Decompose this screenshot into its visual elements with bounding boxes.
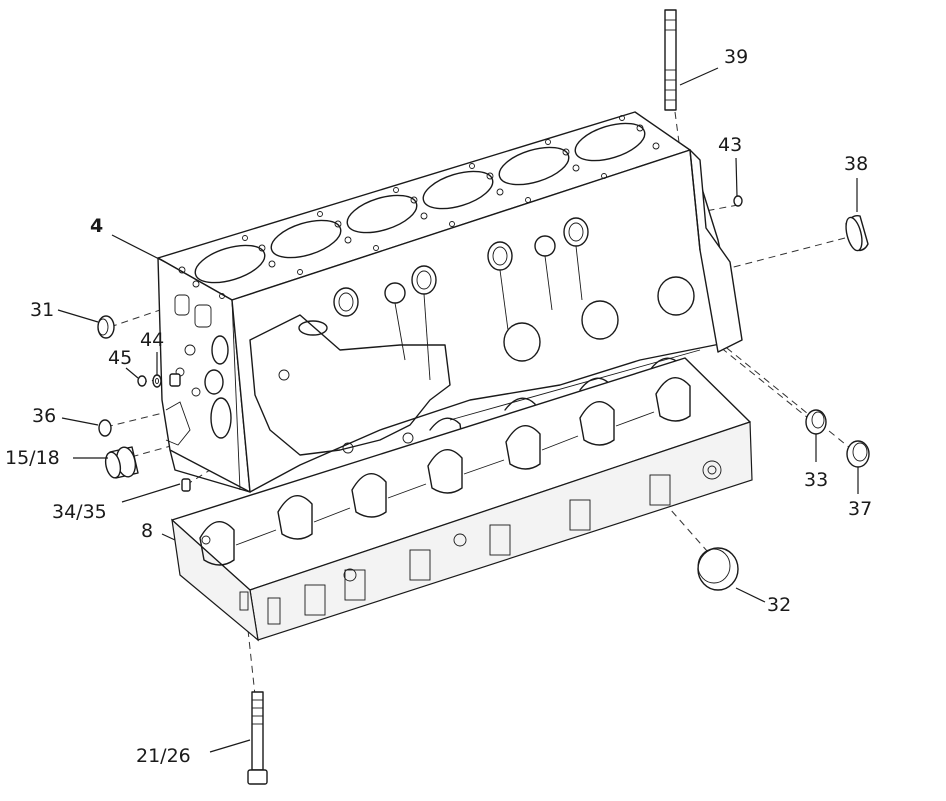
label-43: 43 (718, 134, 742, 156)
head-bolt-holes (178, 115, 660, 299)
label-8: 8 (141, 520, 153, 542)
label-32: 32 (767, 594, 791, 616)
label-4: 4 (90, 215, 103, 237)
label-38: 38 (844, 153, 868, 175)
label-33: 33 (804, 469, 828, 491)
cylinder-block (157, 111, 743, 493)
washer-44 (152, 374, 162, 388)
stud-39 (664, 9, 677, 111)
part-labels: 39 43 38 4 31 44 45 36 15/18 34/35 8 33 … (5, 46, 872, 767)
plug-37 (846, 440, 870, 468)
plug-36 (98, 419, 112, 437)
label-21-26: 21/26 (136, 745, 191, 767)
side-face-bosses (333, 217, 589, 381)
core-plug-holes (503, 276, 695, 362)
label-39: 39 (724, 46, 748, 68)
plug-32 (697, 547, 739, 591)
bedplate (171, 357, 753, 642)
bedplate-webs (235, 411, 655, 546)
plug-43 (733, 195, 743, 207)
fitting-44b (169, 373, 181, 387)
bolt-21-26 (247, 691, 268, 785)
label-34-35: 34/35 (52, 501, 107, 523)
label-45: 45 (108, 347, 132, 369)
label-15-18: 15/18 (5, 447, 60, 469)
label-37: 37 (848, 498, 872, 520)
front-face-details (165, 294, 241, 491)
label-44: 44 (140, 329, 164, 351)
plug-31 (97, 315, 115, 339)
label-31: 31 (30, 299, 54, 321)
leader-lines (57, 67, 859, 753)
plug-45 (137, 375, 147, 387)
cylinder-bores (194, 122, 646, 284)
bedplate-front-details (201, 460, 722, 625)
label-36: 36 (32, 405, 56, 427)
bushing-15-18 (104, 446, 139, 479)
plug-33 (805, 409, 827, 435)
cap-38 (845, 214, 869, 252)
dowel-34-35 (181, 478, 191, 492)
bearing-saddles (199, 377, 691, 566)
